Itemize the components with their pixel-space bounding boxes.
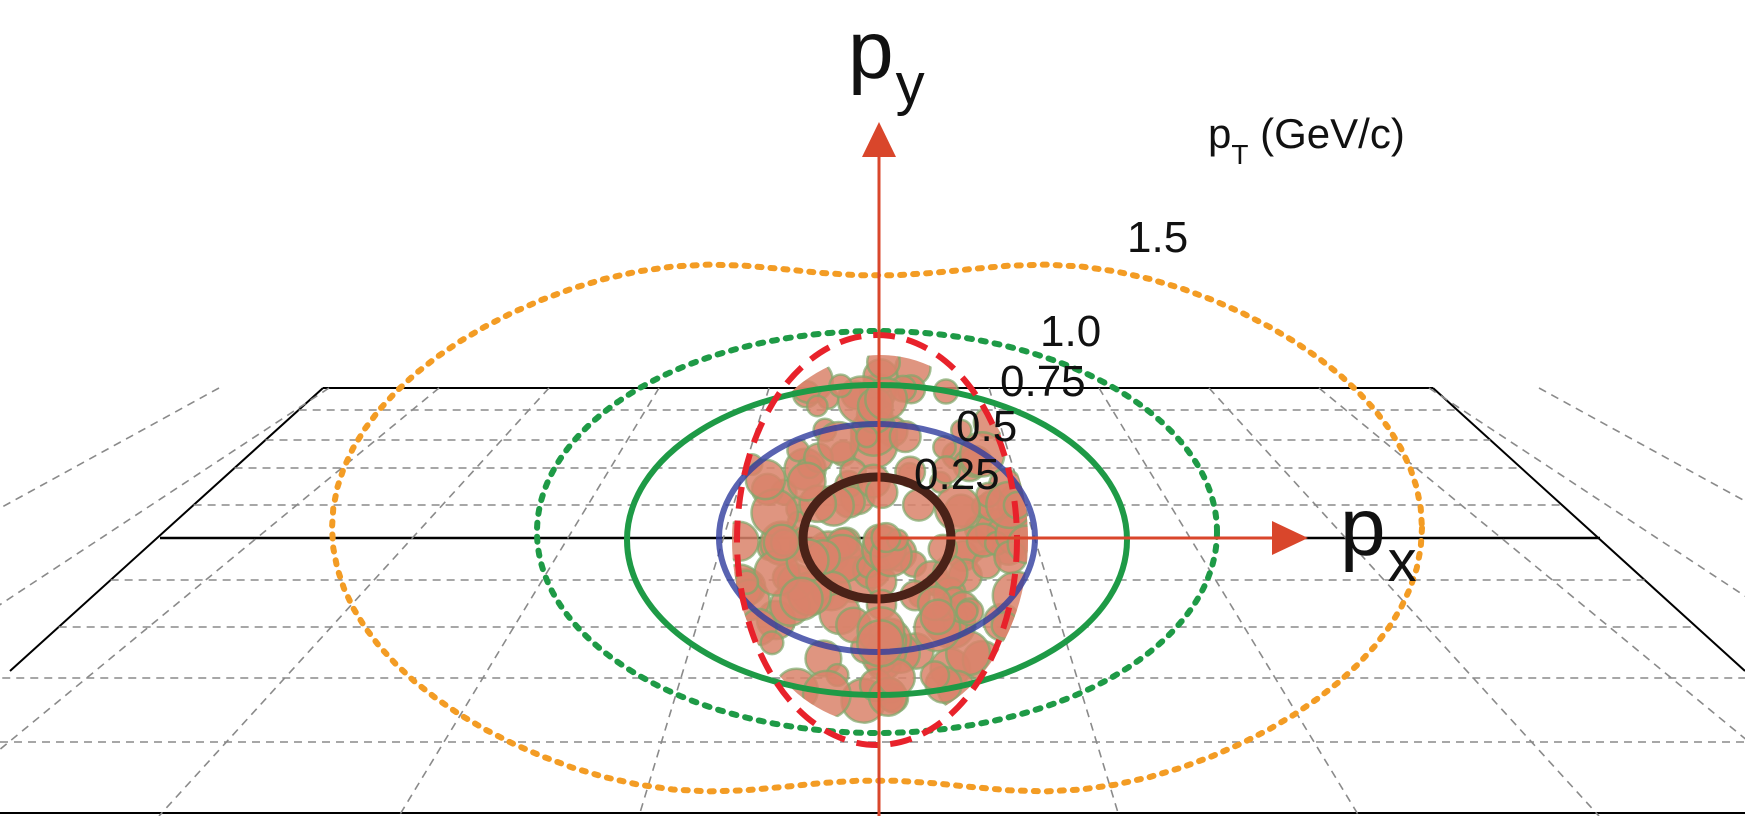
label-0.75: 0.75 — [1000, 357, 1086, 406]
py-axis-arrowhead — [862, 122, 896, 157]
particle-dot — [931, 455, 962, 485]
label-1.0: 1.0 — [1040, 307, 1101, 356]
particle-dot — [1006, 524, 1028, 565]
contour-0.75 — [624, 382, 1130, 698]
pt-legend-title: pT (GeV/c) — [1208, 110, 1405, 170]
particle-blob — [732, 355, 1028, 724]
label-0.5: 0.5 — [956, 402, 1017, 451]
source-overlay — [734, 332, 1020, 748]
particle-dot — [759, 630, 785, 656]
particle-dot — [855, 425, 879, 449]
label-0.25: 0.25 — [914, 450, 1000, 499]
particle-dot — [805, 394, 829, 418]
particle-dot — [762, 523, 801, 562]
contour-1.0 — [534, 328, 1220, 736]
px-axis-arrowhead — [1272, 521, 1308, 555]
particle-dot — [865, 355, 902, 380]
contour-1.5 — [328, 261, 1426, 795]
particle-dot — [786, 461, 827, 502]
particle-dot — [779, 576, 824, 622]
label-1.5: 1.5 — [1127, 213, 1188, 262]
particle-dot — [864, 376, 909, 422]
px-axis-label: px — [1340, 482, 1417, 594]
particle-dot — [919, 598, 957, 636]
particle-dot — [955, 599, 979, 624]
py-axis-label: py — [848, 5, 925, 117]
particle-dot — [919, 660, 951, 691]
